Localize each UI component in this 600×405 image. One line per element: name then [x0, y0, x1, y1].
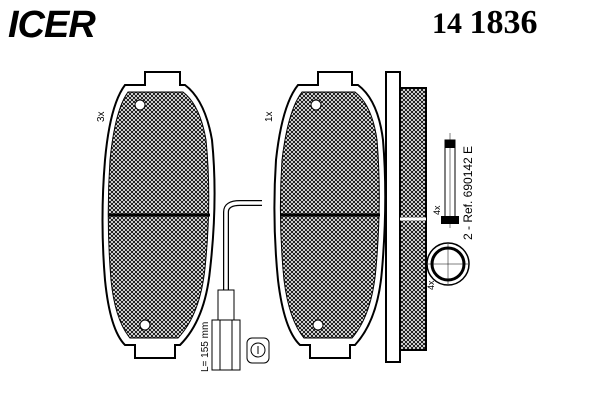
part-number-prefix: 14 — [432, 7, 462, 40]
wire-length: L= 155 mm — [200, 322, 211, 372]
part-number-main: 1836 — [469, 4, 538, 41]
guide-pin: 4x 2 - Ref. 690142 E — [432, 133, 475, 240]
pad-left-qty: 3x — [96, 111, 107, 122]
part-number: 14 1836 — [432, 4, 538, 42]
brake-pad-right: 1x — [264, 71, 387, 359]
ring-qty: 4x — [426, 280, 436, 290]
wear-sensor: L= 155 mm — [200, 200, 270, 372]
brand-logo: ICER — [8, 4, 96, 46]
pad-right-qty: 1x — [264, 111, 275, 122]
accessory-ref: 2 - Ref. 690142 E — [461, 146, 475, 240]
pin-qty: 4x — [432, 205, 442, 215]
brake-pad-left: 3x — [96, 71, 216, 359]
ring: 4x — [426, 242, 470, 290]
side-view — [385, 71, 427, 363]
